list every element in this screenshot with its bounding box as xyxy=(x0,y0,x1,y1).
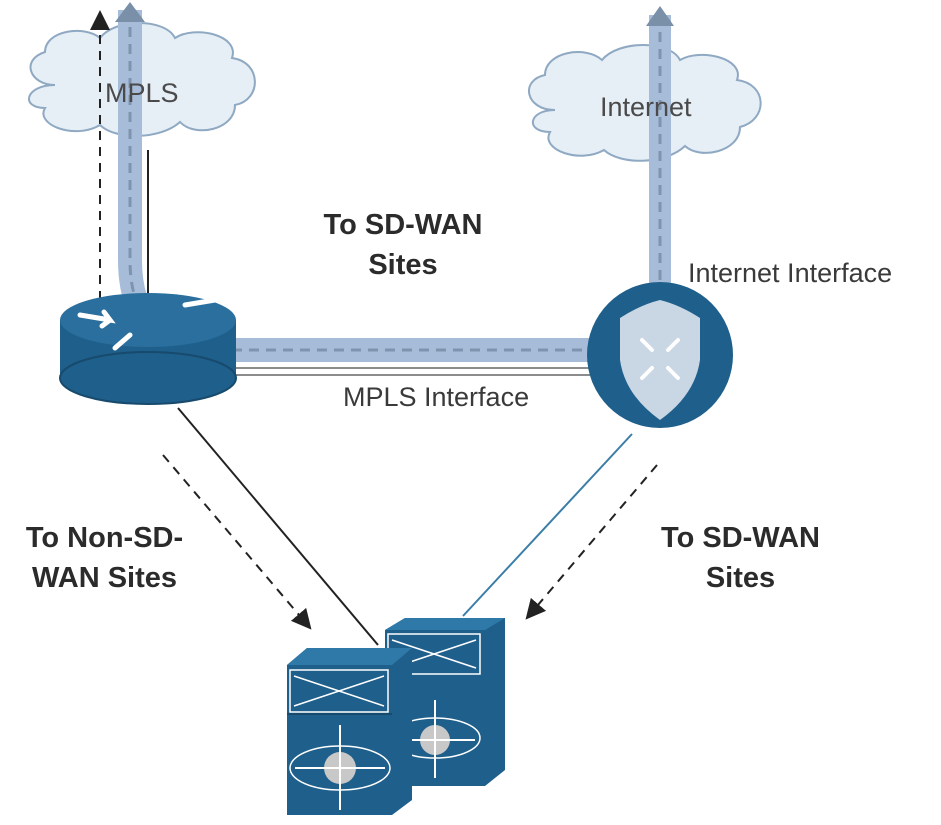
dashed-arrow-non-sdwan xyxy=(162,454,312,630)
bottom-left-label-line2: WAN Sites xyxy=(31,562,178,594)
internet-cloud xyxy=(528,44,762,162)
mpls-cloud-label: MPLS xyxy=(105,78,179,108)
top-center-label-line2: Sites xyxy=(368,249,438,281)
sdwan-edge-firewall-icon xyxy=(587,282,733,428)
top-center-label-line1: To SD-WAN xyxy=(323,209,483,241)
mpls-interface-label: MPLS Interface xyxy=(343,382,530,412)
sdwan-tunnel-internet xyxy=(646,6,674,290)
bottom-right-label-line2: Sites xyxy=(705,562,776,594)
top-center-label: To SD-WAN Sites xyxy=(288,205,518,285)
switch-back-icon xyxy=(385,618,505,786)
bottom-left-label: To Non-SD- WAN Sites xyxy=(2,518,207,598)
bottom-right-label: To SD-WAN Sites xyxy=(628,518,853,598)
switch-front-icon xyxy=(287,648,412,815)
router-switch-link xyxy=(177,407,379,646)
bottom-left-label-line1: To Non-SD- xyxy=(25,522,184,554)
internet-cloud-label: Internet xyxy=(600,92,692,122)
bottom-right-label-line1: To SD-WAN xyxy=(661,522,820,554)
edge-switch-link xyxy=(462,433,633,617)
dashed-arrow-sdwan xyxy=(525,464,658,620)
router-icon xyxy=(59,293,237,405)
internet-interface-label: Internet Interface xyxy=(688,258,893,288)
